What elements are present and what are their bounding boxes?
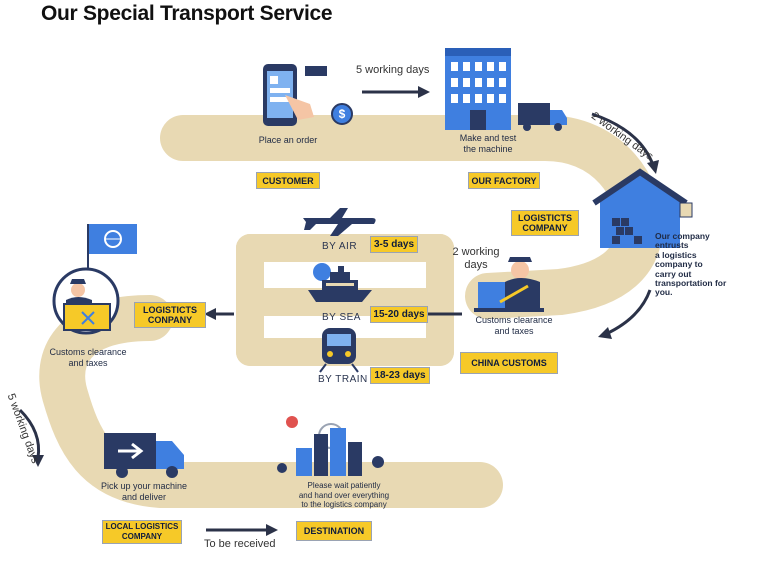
svg-text:$: $	[339, 107, 346, 121]
wait-label: Please wait patiently and hand over ever…	[298, 481, 390, 509]
make-test-label: Make and test the machine	[459, 133, 517, 154]
phone-order-icon: $	[263, 64, 353, 126]
city-destination-icon	[277, 416, 384, 476]
china-customs-badge: CHINA CUSTOMS	[460, 352, 558, 374]
flag-icon	[87, 224, 137, 276]
place-order-label: Place an order	[258, 135, 318, 145]
delivery-truck-icon	[104, 433, 184, 478]
duration-top: 5 working days	[356, 64, 430, 76]
duration-china: 2 working days	[452, 246, 500, 271]
customs-inspector-icon	[52, 267, 120, 335]
mode-air-label: BY AIR	[322, 241, 358, 252]
destination-badge: DESTINATION	[296, 521, 372, 541]
duration-received: To be received	[204, 538, 276, 550]
logistics-company-badge: LOGISTICTS COMPANY	[511, 210, 579, 236]
airplane-icon	[303, 208, 376, 236]
mode-train-days: 18-23 days	[370, 367, 430, 384]
customer-badge: CUSTOMER	[256, 172, 320, 189]
pick-up-label: Pick up your machine and deliver	[100, 481, 188, 502]
train-icon	[319, 328, 359, 373]
customs-officer-icon	[474, 257, 544, 312]
factory-icon	[445, 48, 511, 130]
mode-train-label: BY TRAIN	[318, 374, 368, 385]
mode-sea-label: BY SEA	[322, 312, 361, 323]
warehouse-icon	[592, 168, 693, 248]
customs-destination-label: Customs clearance and taxes	[49, 347, 127, 368]
truck-icon	[518, 103, 567, 131]
logistics-conpany-badge: LOGISTICTS CONPANY	[134, 302, 206, 328]
mode-air-days: 3-5 days	[370, 236, 418, 253]
mode-sea-days: 15-20 days	[370, 306, 428, 323]
entrusts-label: Our company entrusts a logistics company…	[655, 231, 727, 298]
ship-icon	[308, 263, 372, 302]
customs-china-label: Customs clearance and taxes	[475, 315, 553, 336]
factory-badge: OUR FACTORY	[468, 172, 540, 189]
page-title: Our Special Transport Service	[41, 2, 333, 25]
local-logistics-badge: LOCAL LOGISTICS COMPANY	[102, 520, 182, 544]
